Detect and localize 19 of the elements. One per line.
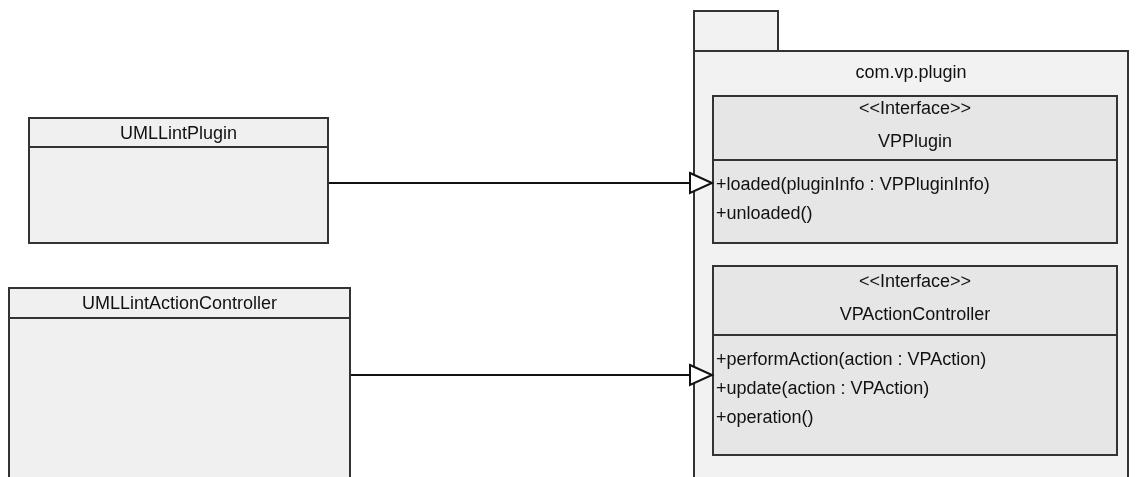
- class-box: [712, 95, 1118, 244]
- class-box: [712, 265, 1118, 456]
- class-box: [8, 287, 351, 477]
- method-text: +update(action : VPAction): [716, 377, 930, 399]
- class-name: VPPlugin: [876, 130, 954, 152]
- class-name: UMLLintActionController: [80, 292, 279, 314]
- class-name: VPActionController: [838, 302, 992, 325]
- realization-arrow: [350, 364, 713, 386]
- package: [693, 10, 1129, 477]
- method-text: +unloaded(): [716, 202, 813, 224]
- method-text: +performAction(action : VPAction): [716, 348, 987, 370]
- method-text: +loaded(pluginInfo : VPPluginInfo): [716, 173, 990, 195]
- class-name: UMLLintPlugin: [118, 121, 239, 144]
- package-name: com.vp.plugin: [854, 61, 968, 83]
- stereotype-label: <<Interface>>: [857, 97, 973, 119]
- class-box: [28, 117, 329, 244]
- stereotype-label: <<Interface>>: [857, 269, 973, 292]
- realization-arrow: [328, 172, 713, 194]
- method-text: +operation(): [716, 406, 814, 428]
